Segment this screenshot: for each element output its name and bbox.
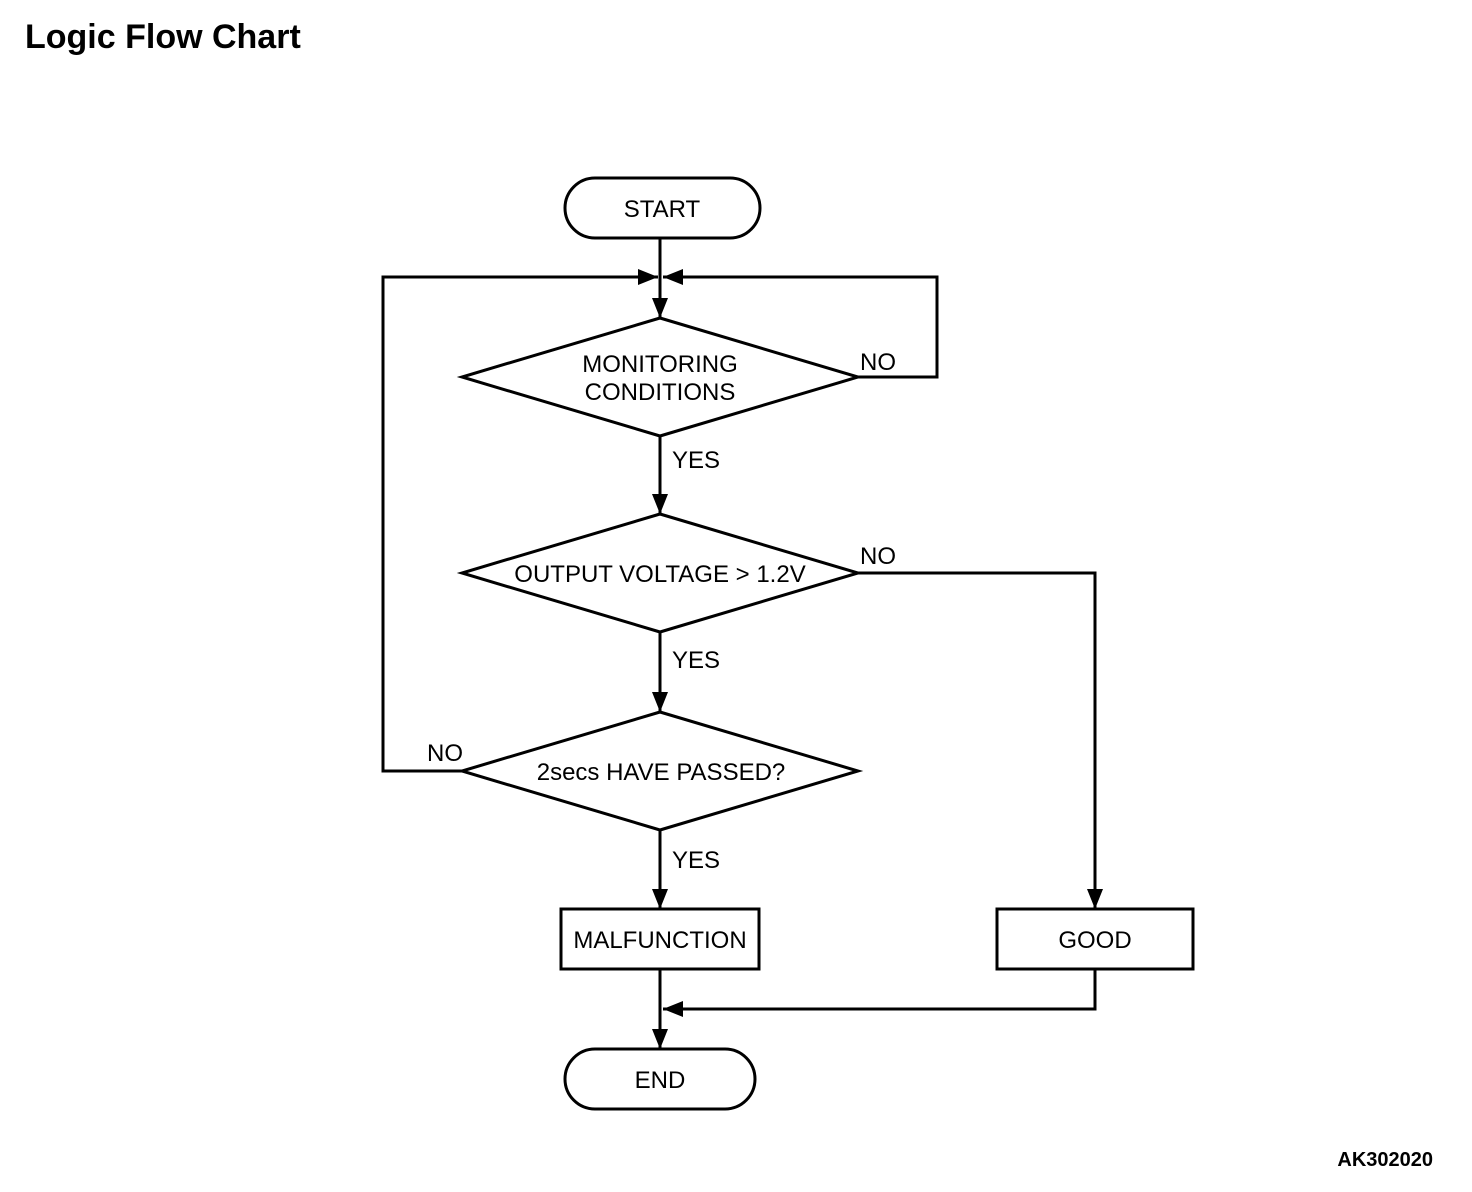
node-monitoring-conditions — [456, 316, 864, 438]
node-end-label: END — [635, 1067, 686, 1094]
edge-label-timer-yes: YES — [672, 847, 720, 874]
edge-label-timer-no: NO — [427, 740, 463, 767]
edge-voltage-no — [858, 571, 1103, 909]
edge-label-monitoring-no: NO — [860, 349, 896, 376]
node-malfunction — [559, 907, 761, 971]
node-end — [563, 1047, 757, 1111]
node-malfunction-label: MALFUNCTION — [573, 927, 746, 954]
node-monitoring-conditions-label-line2: CONDITIONS — [585, 379, 736, 406]
edge-timer-no-loop — [381, 269, 658, 773]
edge-label-voltage-yes: YES — [672, 647, 720, 674]
edge-good-to-end — [663, 969, 1097, 1017]
figure-code: AK302020 — [1337, 1149, 1433, 1171]
node-output-voltage — [456, 512, 864, 634]
node-output-voltage-label: OUTPUT VOLTAGE > 1.2V — [514, 561, 805, 588]
node-2secs-passed — [456, 710, 864, 832]
node-2secs-passed-label: 2secs HAVE PASSED? — [537, 759, 786, 786]
node-good — [995, 907, 1195, 971]
page-title: Logic Flow Chart — [25, 18, 301, 56]
node-start-label: START — [624, 196, 701, 223]
node-monitoring-conditions-label-line1: MONITORING — [582, 351, 738, 378]
node-good-label: GOOD — [1058, 927, 1131, 954]
node-start — [563, 176, 762, 240]
edge-label-monitoring-yes: YES — [672, 447, 720, 474]
edge-monitoring-no-loop — [663, 269, 939, 379]
edge-label-voltage-no: NO — [860, 543, 896, 570]
